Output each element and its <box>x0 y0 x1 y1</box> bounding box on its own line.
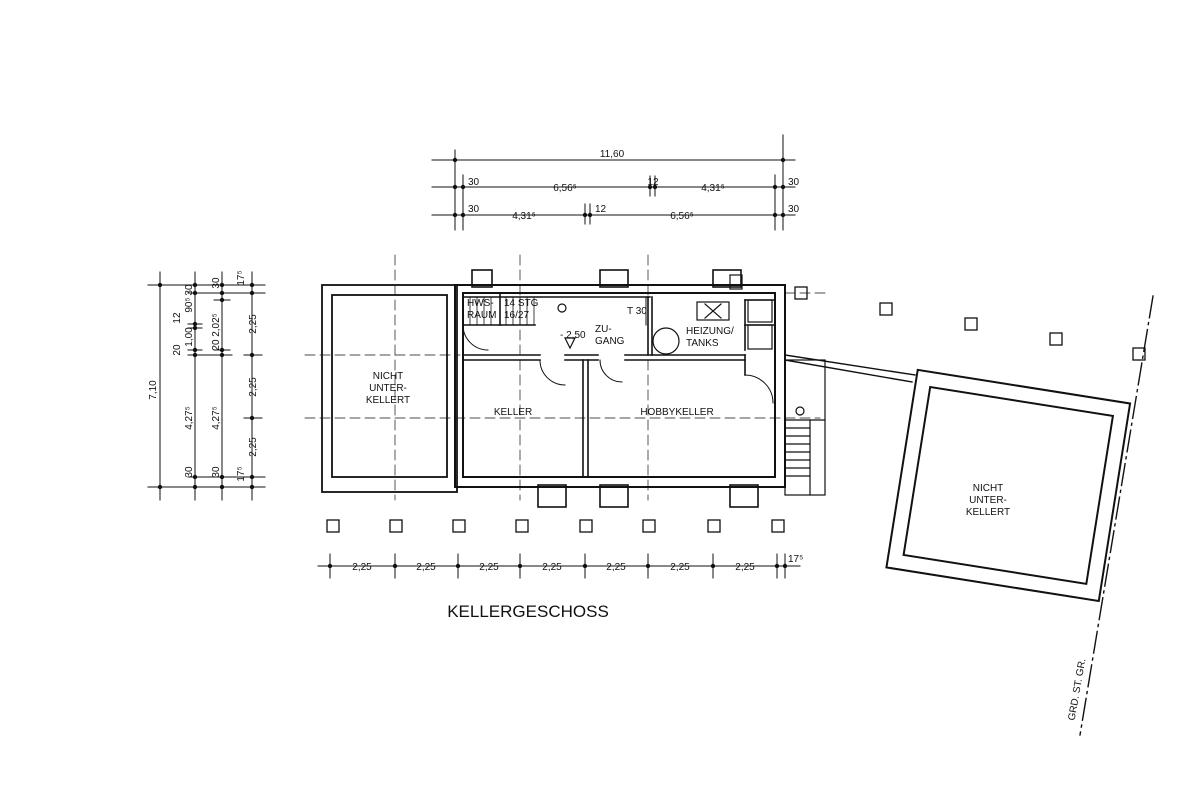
plan-title: KELLERGESCHOSS <box>447 602 609 621</box>
annex-left <box>321 284 458 493</box>
dim-b-2: 2,25 <box>416 562 436 573</box>
dim-b-8: 17⁵ <box>788 554 803 565</box>
dim-lb-4: 20 <box>211 339 222 351</box>
stair-hws <box>469 296 535 326</box>
dim-r1-c: 12 <box>647 177 659 188</box>
heating-equipment <box>557 274 773 355</box>
light-wells <box>471 269 759 508</box>
top-dim-ticks <box>452 157 786 218</box>
dim-lb-2: 90⁵ <box>184 297 195 312</box>
bottom-dim-ticks <box>327 563 788 569</box>
dim-la-3: 1,00 <box>184 327 195 347</box>
dim-b-5: 2,25 <box>606 562 626 573</box>
dim-b-3: 2,25 <box>479 562 499 573</box>
dim-la-5: 4,27⁵ <box>184 406 195 430</box>
dim-lb-6: 30 <box>211 466 222 478</box>
dim-lc-5: 17⁵ <box>236 466 247 481</box>
dim-r1-b: 6,56⁵ <box>553 183 577 194</box>
dim-r2-c: 12 <box>595 204 607 215</box>
room-zugang-line2: GANG <box>595 336 625 347</box>
dim-r2-a: 30 <box>468 204 480 215</box>
room-hws-line2: RAUM <box>467 310 496 321</box>
dim-b-1: 2,25 <box>352 562 372 573</box>
annex-right-line2: UNTER- <box>969 495 1007 506</box>
dim-lc-2: 2,25 <box>248 314 259 334</box>
dim-r2-d: 6,56⁵ <box>670 211 694 222</box>
door-rating: T 30 <box>627 306 647 317</box>
dim-lc-1: 17⁵ <box>236 270 247 285</box>
dim-la-4: 20 <box>172 344 183 356</box>
dim-lb-5: 4,27⁵ <box>211 406 222 430</box>
annex-right-line3: KELLERT <box>966 507 1010 518</box>
dim-r1-e: 30 <box>788 177 800 188</box>
annex-left-line3: KELLERT <box>366 395 410 406</box>
room-zugang-line1: ZU- <box>595 324 612 335</box>
left-dim-ticks <box>157 282 255 490</box>
dim-left-total: 7,10 <box>148 380 159 400</box>
level-mark: - 2,50 <box>560 330 586 341</box>
dim-r1-a: 30 <box>468 177 480 188</box>
top-dimension-chains <box>431 134 796 231</box>
dim-lb-1: 30 <box>211 277 222 289</box>
room-heizung-line1: HEIZUNG/ <box>686 326 734 337</box>
annex-right-line1: NICHT <box>973 483 1004 494</box>
exterior-stair <box>784 359 826 496</box>
annex-right <box>885 368 1132 603</box>
foundation-pads <box>326 286 1146 533</box>
room-hws-line1: HWS- <box>467 298 494 309</box>
dim-lc-4: 2,25 <box>248 437 259 457</box>
dim-r1-d: 4,31⁵ <box>701 183 725 194</box>
dim-b-4: 2,25 <box>542 562 562 573</box>
property-boundary <box>1079 295 1154 736</box>
stair-count: 14 STG <box>504 298 539 309</box>
stair-size: 16/27 <box>504 310 529 321</box>
dim-la-2: 12 <box>172 312 183 324</box>
dim-lb-3: 2,02⁵ <box>211 313 222 337</box>
boundary-label: GRD. ST. GR. <box>1067 658 1089 722</box>
dim-r2-b: 4,31⁵ <box>512 211 536 222</box>
dim-r2-e: 30 <box>788 204 800 215</box>
left-dimension-chains <box>147 271 266 501</box>
dim-la-6: 30 <box>184 466 195 478</box>
dim-lc-3: 2,25 <box>248 377 259 397</box>
room-hobbykeller: HOBBYKELLER <box>640 407 713 418</box>
room-keller: KELLER <box>494 407 532 418</box>
grid-lines <box>304 254 831 501</box>
dim-b-6: 2,25 <box>670 562 690 573</box>
dim-top-total: 11,60 <box>600 149 625 160</box>
door-swings <box>462 296 774 404</box>
annex-left-line1: NICHT <box>373 371 404 382</box>
annex-left-line2: UNTER- <box>369 383 407 394</box>
connector <box>784 354 916 383</box>
room-heizung-line2: TANKS <box>686 338 719 349</box>
dim-b-7: 2,25 <box>735 562 755 573</box>
dim-la-1: 30 <box>184 284 195 296</box>
